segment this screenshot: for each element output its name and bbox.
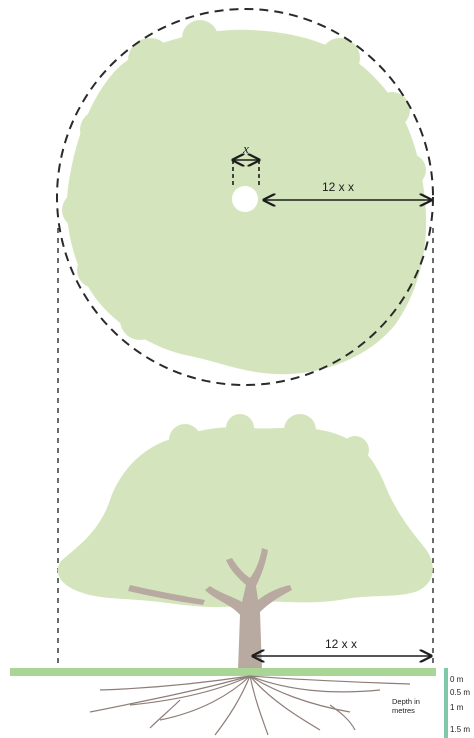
- depth-title-line-2: metres: [392, 706, 415, 715]
- trunk-cross-section: [232, 186, 258, 212]
- depth-tick-3: 1.5 m: [450, 725, 470, 734]
- ground-line: [10, 668, 436, 676]
- tree-roots: [90, 676, 410, 735]
- elevation-radius-label: 12 x x: [325, 637, 357, 651]
- trunk-width-label: x: [242, 141, 249, 156]
- plan-radius-label: 12 x x: [322, 180, 354, 194]
- plan-view: x 12 x x: [57, 9, 433, 385]
- depth-scale: 0 m 0.5 m 1 m 1.5 m Depth in metres: [392, 668, 470, 738]
- depth-tick-0: 0 m: [450, 675, 464, 684]
- depth-title: Depth in metres: [392, 697, 422, 715]
- depth-tick-2: 1 m: [450, 703, 464, 712]
- elevation-view: 12 x x: [10, 414, 436, 735]
- depth-title-line: Depth in: [392, 697, 420, 706]
- depth-bar: [444, 668, 448, 738]
- depth-tick-1: 0.5 m: [450, 688, 470, 697]
